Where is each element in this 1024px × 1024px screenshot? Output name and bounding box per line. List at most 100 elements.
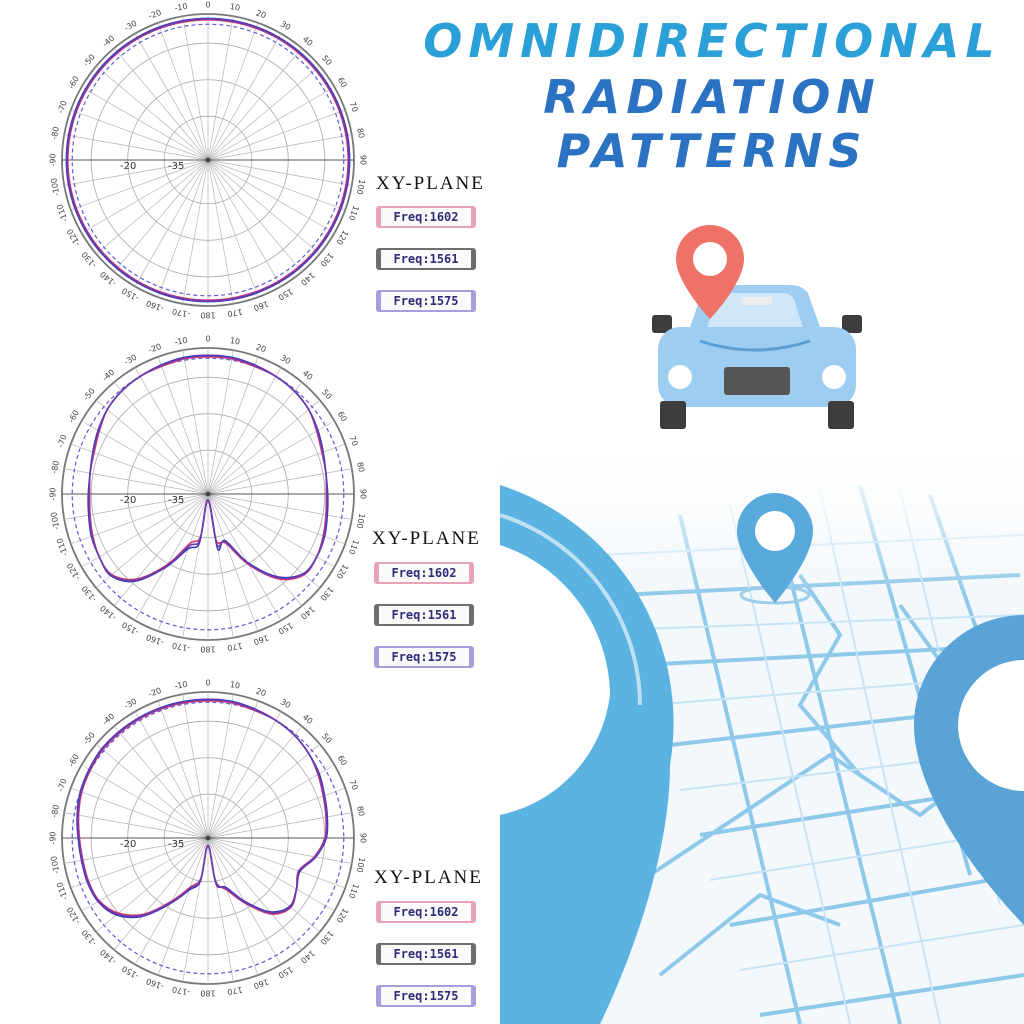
angle-tick-label: 0 [205, 679, 210, 688]
angle-tick-label: -20 [147, 342, 162, 355]
grid-spoke [207, 837, 352, 864]
freq-badge-1602: Freq:1602 [374, 562, 474, 584]
angle-tick-label: -80 [50, 804, 61, 818]
grid-spoke [157, 837, 209, 976]
angle-tick-label: 0 [205, 1, 210, 10]
angle-tick-label: -10 [174, 2, 188, 13]
freq-badge-1561: Freq:1561 [376, 248, 476, 270]
grid-spoke [207, 420, 335, 495]
angle-tick-label: 160 [252, 633, 269, 647]
grid-spoke [207, 493, 259, 632]
grid-spoke [64, 468, 209, 495]
angle-tick-label: -80 [50, 460, 61, 474]
reference-circle [71, 357, 345, 631]
angle-tick-label: -20 [147, 686, 162, 699]
angle-tick-label: 170 [227, 985, 244, 997]
headline-line-1: OMNIDIRECTIONAL [423, 14, 1001, 68]
grid-spoke [182, 16, 209, 161]
freq-badge-label: Freq:1602 [381, 208, 471, 226]
freq-badge-label: Freq:1561 [381, 945, 471, 963]
right-mirror [842, 315, 862, 333]
angle-tick-label: 110 [347, 204, 361, 221]
angle-tick-label: -60 [67, 75, 81, 91]
angle-tick-label: -100 [49, 177, 61, 196]
grid-spoke [207, 837, 259, 976]
angle-tick-label: 30 [279, 697, 292, 710]
angle-tick-label: 100 [355, 857, 367, 874]
angle-tick-label: 120 [335, 229, 350, 247]
angle-tick-label: 50 [320, 732, 333, 746]
radial-tick-labels: -20 -35 [120, 495, 184, 506]
freq-badge-1602: Freq:1602 [376, 901, 476, 923]
series-traces [65, 17, 351, 303]
angle-tick-label: -160 [145, 298, 165, 313]
angle-tick-label: 90 [359, 489, 368, 499]
grid-spoke [207, 159, 352, 186]
headline-line-2: RADIATION PATTERNS [543, 70, 881, 178]
grid-spoke [207, 493, 282, 621]
grid-spoke [207, 367, 282, 495]
grid-spoke [207, 159, 303, 273]
big-pin-left-hole [500, 545, 610, 815]
grid-spoke [207, 159, 321, 255]
plane-label-1: XY-PLANE [376, 173, 485, 194]
left-wheel [660, 401, 686, 429]
freq-badge-1602: Freq:1602 [376, 206, 476, 228]
angle-tick-label: -40 [100, 368, 116, 383]
big-pin-right-hole [958, 660, 1024, 791]
angle-tick-label: 60 [336, 410, 349, 423]
series-trace-3 [76, 699, 328, 918]
angle-tick-label: -160 [145, 976, 165, 991]
grid-spoke [157, 22, 209, 161]
radial-tick-label: -20 [120, 495, 136, 506]
grid-spoke [70, 837, 209, 889]
angle-tick-label: 20 [255, 8, 268, 20]
grid-spoke [134, 33, 209, 161]
angle-tick-label: -80 [50, 126, 61, 140]
grid-spoke [207, 159, 282, 287]
grid-spoke [207, 764, 335, 839]
grid-spoke [207, 159, 234, 304]
grid-spoke [134, 367, 209, 495]
grid-spoke [157, 356, 209, 495]
angle-tick-label: 110 [347, 538, 361, 555]
grid-spoke [64, 159, 209, 186]
grid-spoke [157, 493, 209, 632]
angle-tick-label: -20 [147, 8, 162, 21]
angle-tick-label: -40 [100, 712, 116, 727]
angle-tick-label: -10 [174, 680, 188, 691]
grid-spoke [207, 159, 346, 211]
grid-spoke [207, 134, 352, 161]
angle-tick-label: 60 [336, 76, 349, 89]
radial-tick-label: -20 [120, 161, 136, 172]
radial-tick-label: -35 [168, 495, 184, 506]
series-trace-3 [66, 18, 350, 302]
grid-spoke [207, 381, 303, 495]
angle-tick-label: 30 [279, 353, 292, 366]
grid-spoke [207, 350, 234, 495]
center-point [205, 835, 211, 841]
grid-spoke [207, 837, 346, 889]
grid-spoke [207, 837, 335, 912]
grid-spoke [134, 493, 209, 621]
grid-spoke [207, 47, 303, 161]
grid-spoke [207, 493, 335, 568]
hood-line [699, 339, 811, 352]
grid-spoke [81, 764, 209, 839]
radial-tick-labels: -20-35 [120, 839, 184, 850]
angle-tick-label: -90 [49, 153, 58, 166]
reference-circle [71, 701, 345, 975]
license-plate [724, 367, 790, 395]
grid-spoke [207, 694, 234, 839]
grid-spoke [81, 493, 209, 568]
angle-tick-label: -100 [49, 855, 61, 874]
grid-spoke [207, 86, 335, 161]
angle-tick-label: 150 [277, 965, 295, 980]
angle-tick-label: 0 [205, 335, 210, 344]
grid-spoke [113, 159, 209, 273]
grid-spoke [95, 159, 209, 255]
